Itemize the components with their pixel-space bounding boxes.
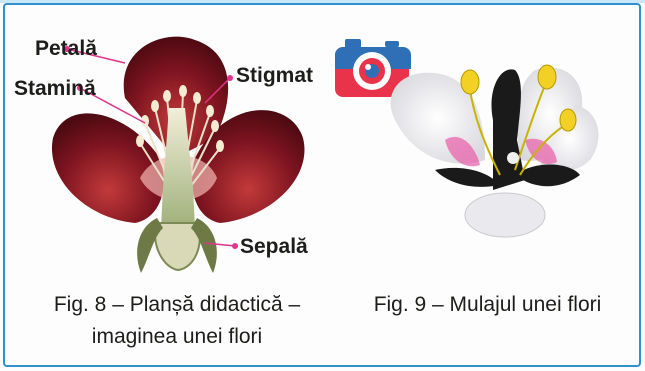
label-sepal: Sepală (240, 235, 308, 259)
caption-figure-9: Fig. 9 – Mulajul unei flori (345, 289, 630, 321)
caption-figure-8-line2: imaginea unei flori (32, 321, 322, 353)
label-petal: Petală (35, 37, 97, 61)
flower-model-photo (375, 50, 605, 250)
label-stigma: Stigmat (236, 64, 313, 88)
caption-figure-8: Fig. 8 – Planșă didactică – imaginea une… (32, 289, 322, 353)
label-stamen: Stamină (14, 77, 96, 101)
caption-figure-8-line1: Fig. 8 – Planșă didactică – (32, 289, 322, 321)
